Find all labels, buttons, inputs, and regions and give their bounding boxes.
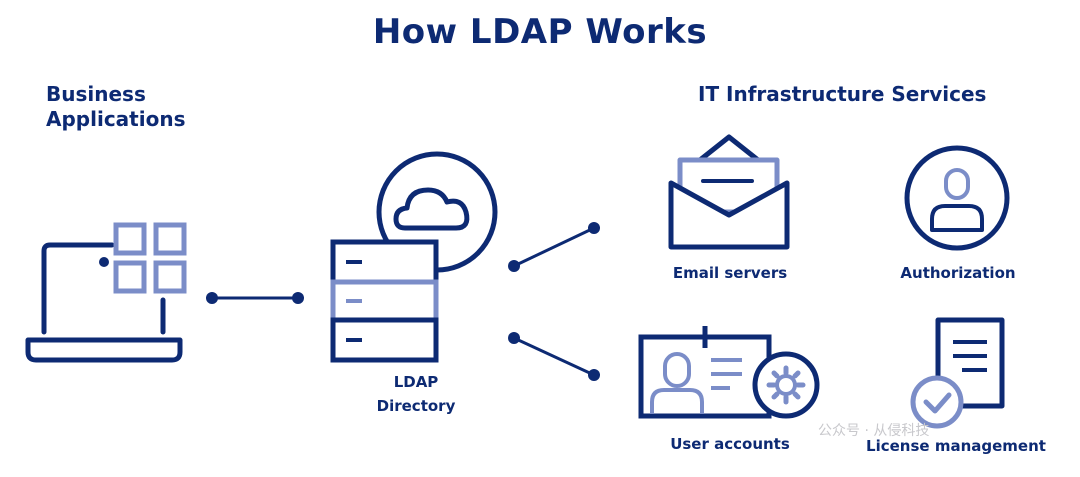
connector-left	[206, 292, 304, 304]
license-management-label: License management	[866, 437, 1046, 455]
connector-upper	[508, 222, 600, 272]
ldap-directory-label: LDAP Directory	[376, 373, 456, 415]
it-services-heading: IT Infrastructure Services	[698, 82, 987, 106]
app-grid-icon	[113, 222, 187, 294]
connector-lower	[508, 332, 600, 381]
user-circle-icon	[904, 145, 1010, 251]
id-card-icon	[638, 326, 772, 419]
business-applications-heading: Business Applications	[46, 82, 186, 131]
user-accounts-label: User accounts	[670, 435, 790, 453]
page-title: How LDAP Works	[372, 12, 708, 52]
authorization-label: Authorization	[900, 264, 1016, 282]
check-badge-icon	[910, 375, 964, 429]
gear-icon	[752, 351, 820, 419]
envelope-icon	[668, 134, 790, 250]
server-stack-icon	[330, 239, 439, 363]
watermark: 公众号 · 从侵科技	[818, 423, 930, 439]
laptop-dot	[99, 257, 109, 267]
laptop-icon	[25, 242, 183, 363]
email-servers-label: Email servers	[672, 264, 788, 282]
